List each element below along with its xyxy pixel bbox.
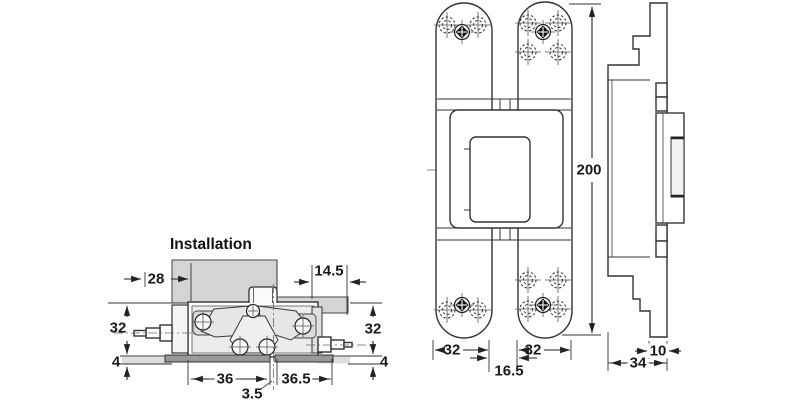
dimension-14-5 <box>294 265 366 315</box>
dim-label-3-5: 3.5 <box>241 385 263 400</box>
dim-label-32-right: 32 <box>362 320 384 338</box>
dim-label-front-32-right: 32 <box>524 341 542 359</box>
dim-label-4-left: 4 <box>111 353 121 371</box>
dimension-28 <box>124 263 192 301</box>
dim-label-32-left: 32 <box>109 319 127 337</box>
center-screw-icon <box>245 303 261 319</box>
left-mounting-plate <box>171 304 189 354</box>
dim-label-front-32-left: 32 <box>443 341 461 359</box>
dim-label-10: 10 <box>647 342 669 360</box>
dimension-200 <box>562 3 601 336</box>
front-view <box>427 1 604 372</box>
dimension-front-bottom <box>432 340 572 372</box>
left-flange <box>164 354 271 363</box>
dim-label-16-5: 16.5 <box>494 362 524 380</box>
dimension-right-32-4 <box>350 302 382 380</box>
hinge-center-cutout <box>469 136 531 223</box>
right-spindle <box>317 336 353 353</box>
dim-label-36-5: 36.5 <box>279 370 313 388</box>
dim-label-36: 36 <box>214 370 236 388</box>
dim-label-34: 34 <box>627 354 649 372</box>
knuckle-cup <box>248 286 278 303</box>
dimension-left-32-4 <box>108 302 188 380</box>
side-view <box>607 2 685 371</box>
frame-profile <box>607 2 668 338</box>
installation-title: Installation <box>170 236 252 253</box>
dim-label-200: 200 <box>574 161 604 179</box>
dim-label-28: 28 <box>147 270 165 288</box>
installation-view <box>108 259 382 390</box>
right-flange <box>274 354 334 363</box>
dim-label-4-right: 4 <box>379 353 389 371</box>
knuckle-edge <box>655 82 668 98</box>
dim-label-14-5: 14.5 <box>314 262 344 280</box>
